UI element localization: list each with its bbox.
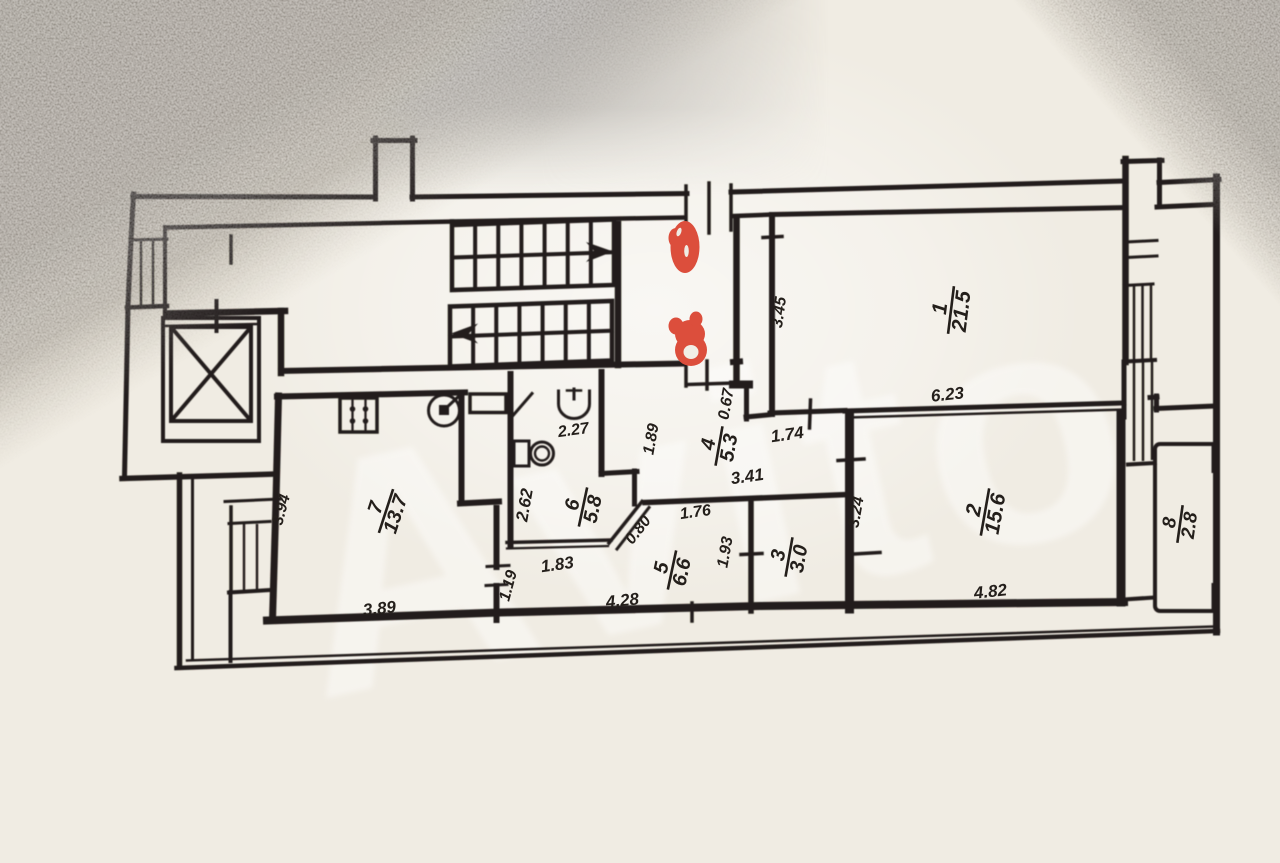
svg-text:2.8: 2.8	[1178, 510, 1203, 540]
svg-text:4.82: 4.82	[972, 580, 1008, 603]
svg-text:2: 2	[962, 502, 987, 519]
svg-text:4.28: 4.28	[604, 589, 640, 612]
svg-text:3.89: 3.89	[362, 597, 397, 619]
svg-text:6.23: 6.23	[930, 383, 965, 405]
svg-text:3.24: 3.24	[845, 495, 867, 529]
svg-text:8: 8	[1159, 515, 1181, 529]
